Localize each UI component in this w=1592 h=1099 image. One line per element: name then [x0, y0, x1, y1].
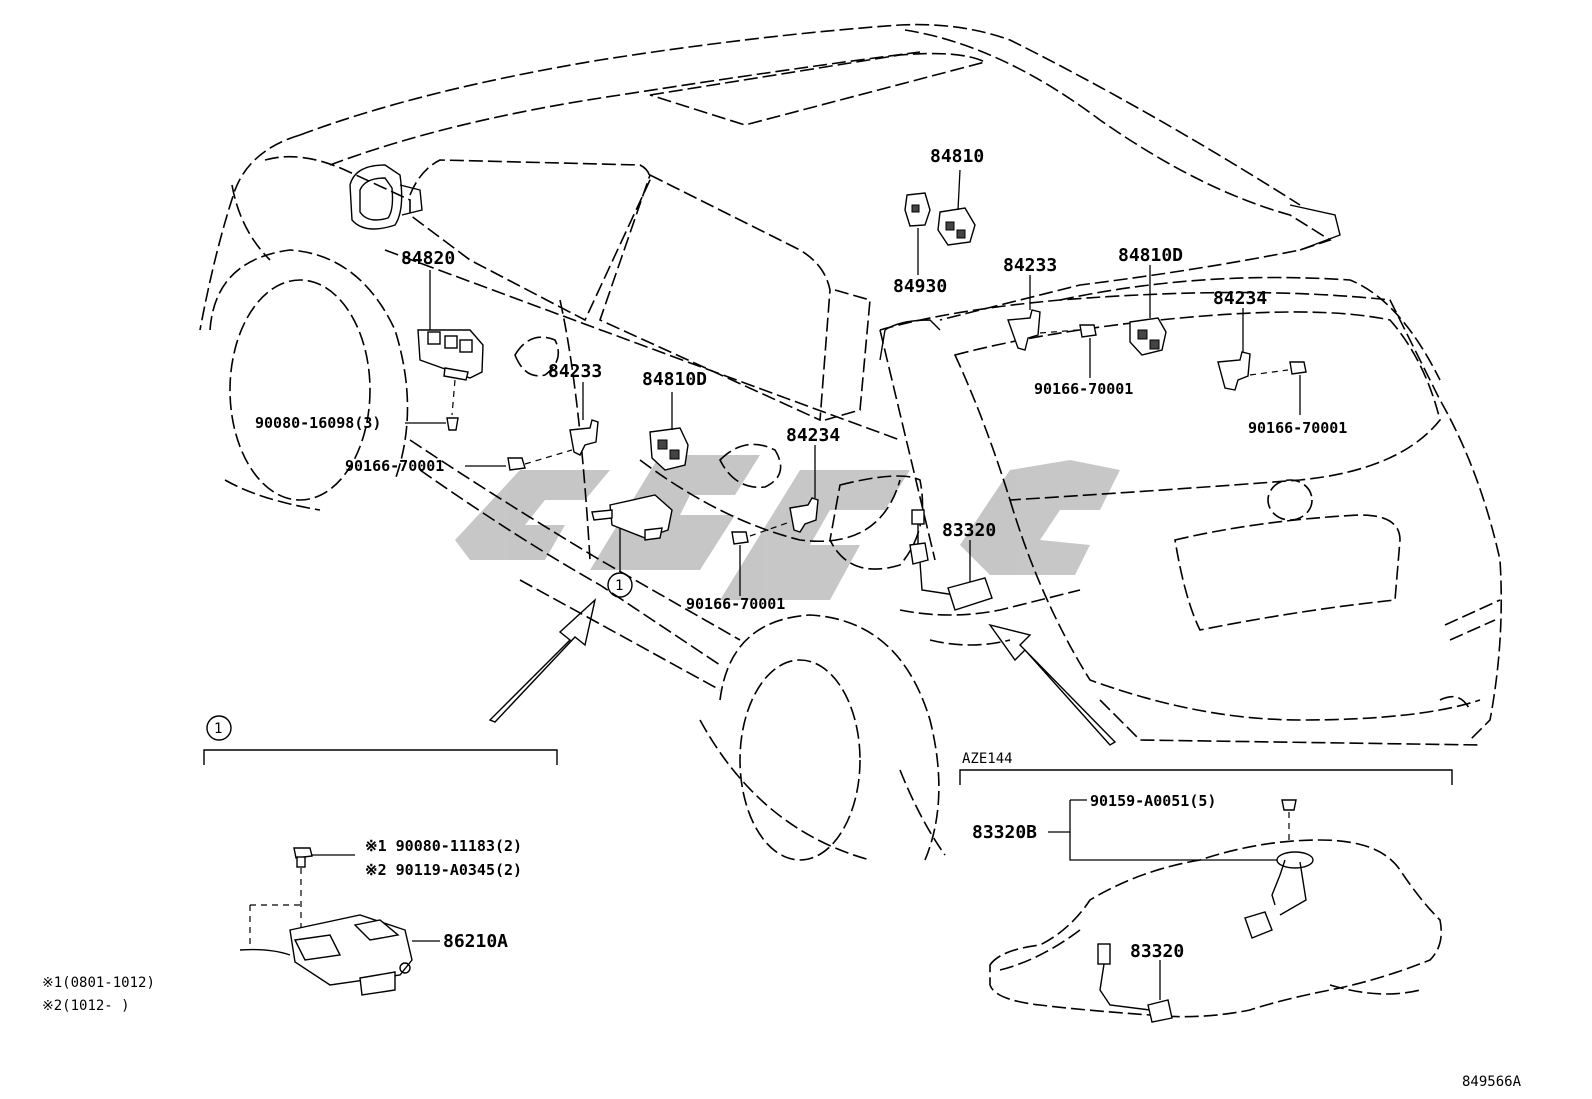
part-84820-power-window-master-switch	[417, 270, 484, 381]
vehicle-outline	[199, 23, 1503, 861]
part-airbag-sensor-module	[591, 494, 673, 572]
label-90159-a0051: 90159-A0051(5)	[1090, 792, 1216, 810]
label-84810d-rear: 84810D	[1118, 245, 1183, 266]
label-84820: 84820	[401, 248, 455, 269]
part-90166-70001-screw-rear-2	[1289, 361, 1307, 415]
label-90080-11183: ※1 90080-11183(2)	[365, 837, 522, 855]
label-90166-70001-rear-2: 90166-70001	[1248, 419, 1347, 437]
label-83320-tank: 83320	[1130, 941, 1184, 962]
detail-section-aze144	[959, 769, 1453, 1023]
label-90080-16098: 90080-16098(3)	[255, 414, 381, 432]
label-84233-rear: 84233	[1003, 255, 1057, 276]
label-84233-side: 84233	[548, 361, 602, 382]
part-84810d-door-lock-side	[649, 392, 689, 471]
part-83320-fuel-sender-main	[909, 509, 993, 611]
part-90080-16098-screw	[405, 379, 459, 431]
label-84810: 84810	[930, 146, 984, 167]
part-84810-lock-actuator	[937, 169, 976, 246]
part-84233-courtesy-switch-rear	[1007, 275, 1079, 351]
label-variant-aze144: AZE144	[962, 751, 1013, 767]
detail-section-1: 1	[203, 715, 558, 996]
note-serial-range-2: ※2(1012- )	[42, 998, 130, 1014]
svg-text:1: 1	[615, 578, 623, 594]
direction-arrows	[488, 597, 1117, 746]
part-84234-courtesy-switch-rear	[1217, 308, 1289, 391]
drawing-number: 849566A	[1462, 1074, 1522, 1090]
callout-1-main: 1	[607, 572, 633, 598]
part-90166-70001-screw-rear-1	[1079, 324, 1097, 378]
label-84234-rear: 84234	[1213, 288, 1267, 309]
label-83320b: 83320B	[972, 822, 1037, 843]
watermark-logo	[455, 455, 1120, 600]
note-serial-range-1: ※1(0801-1012)	[42, 975, 155, 991]
part-90166-70001-screw-side-1	[465, 449, 573, 471]
part-84234-courtesy-switch-side	[789, 445, 819, 533]
label-84234-side: 84234	[786, 425, 840, 446]
part-84930-switch	[904, 192, 931, 275]
svg-text:1: 1	[214, 721, 222, 737]
label-90166-70001-side-1: 90166-70001	[345, 457, 444, 475]
part-84233-courtesy-switch-side	[569, 382, 599, 456]
label-86210a: 86210A	[443, 931, 508, 952]
label-84930: 84930	[893, 276, 947, 297]
label-83320-main: 83320	[942, 520, 996, 541]
part-84810d-back-door-lock	[1129, 265, 1167, 356]
label-84810d-side: 84810D	[642, 369, 707, 390]
label-90119-a0345: ※2 90119-A0345(2)	[365, 861, 522, 879]
part-90166-70001-screw-side-2	[731, 521, 791, 596]
label-90166-70001-side-2: 90166-70001	[686, 595, 785, 613]
label-90166-70001-rear-1: 90166-70001	[1034, 380, 1133, 398]
